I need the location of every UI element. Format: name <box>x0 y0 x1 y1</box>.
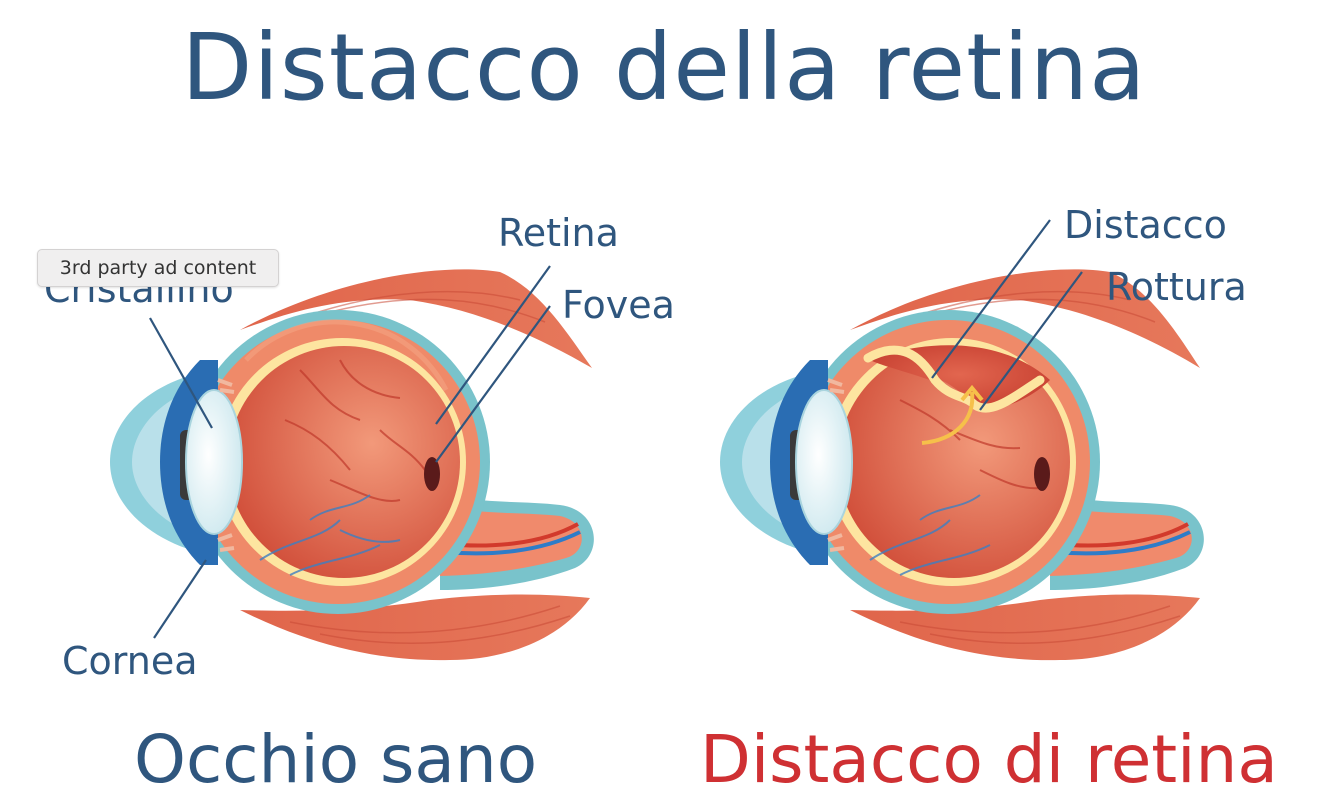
label-fovea: Fovea <box>562 283 675 327</box>
optic-nerve-vessel <box>444 530 581 556</box>
caption-healthy-eye: Occhio sano <box>134 721 538 798</box>
label-distacco: Distacco <box>1064 203 1227 247</box>
detached-eye-illustration <box>720 269 1204 661</box>
ad-content-badge[interactable]: 3rd party ad content <box>37 249 279 287</box>
detached-retina <box>863 345 1045 413</box>
leader-lines <box>149 219 1083 639</box>
caption-detached-retina: Distacco di retina <box>700 721 1278 798</box>
label-retina: Retina <box>498 211 619 255</box>
tear-arrow <box>921 391 975 445</box>
fovea-spot <box>424 457 440 491</box>
lens <box>185 389 243 535</box>
label-cornea: Cornea <box>62 639 198 683</box>
upper-muscle-right <box>850 269 1200 368</box>
page-title: Distacco della retina <box>181 14 1147 121</box>
healthy-eye-illustration <box>110 269 594 661</box>
label-rottura: Rottura <box>1106 265 1247 309</box>
upper-muscle <box>240 269 592 368</box>
